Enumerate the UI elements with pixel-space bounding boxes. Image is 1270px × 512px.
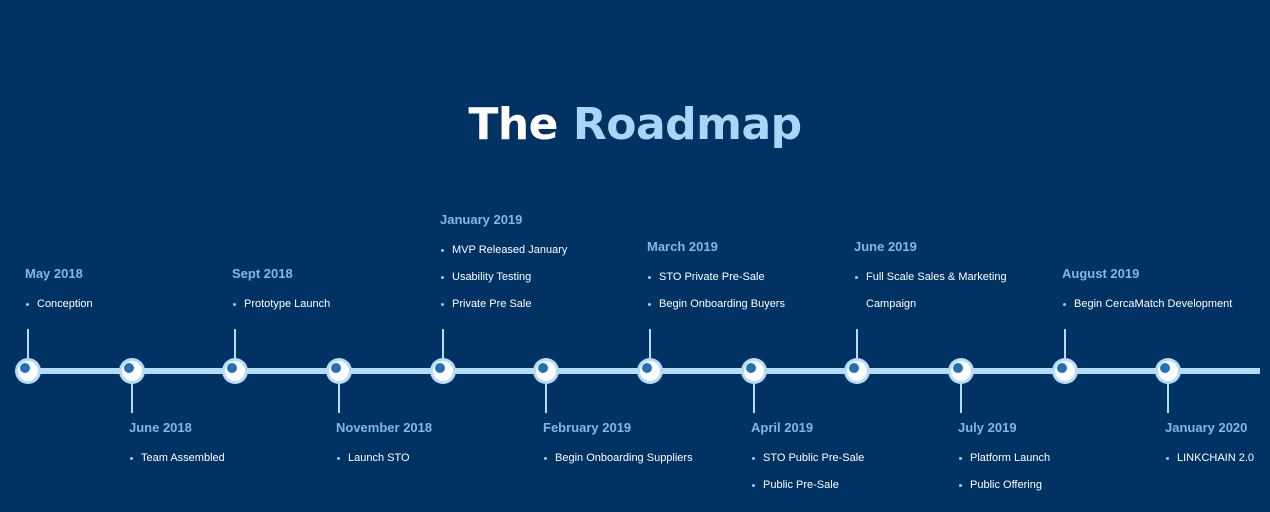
milestone-item: Private Pre Sale: [440, 291, 640, 318]
milestone-item: Launch STO: [336, 445, 536, 472]
milestone-connector: [753, 384, 755, 413]
title-prefix: The: [468, 99, 558, 151]
milestone-node-icon: [948, 358, 974, 384]
milestone-connector: [1167, 384, 1169, 413]
milestone-date: January 2019: [440, 212, 523, 227]
milestone-node-icon: [119, 358, 145, 384]
milestone-connector: [545, 384, 547, 413]
milestone-node-icon: [430, 358, 456, 384]
milestone-item: Begin Onboarding Suppliers: [543, 445, 743, 472]
milestone-node-icon: [844, 358, 870, 384]
milestone-item: MVP Released January: [440, 237, 640, 264]
milestone-date: January 2020: [1165, 420, 1248, 435]
milestone-connector: [1064, 329, 1066, 358]
milestone-node-icon: [1052, 358, 1078, 384]
milestone-node-icon: [222, 358, 248, 384]
milestone-date: May 2018: [25, 266, 83, 281]
milestone-node-icon: [533, 358, 559, 384]
milestone-item: Campaign: [866, 298, 917, 310]
milestone-date: November 2018: [336, 420, 433, 435]
milestone-node-icon: [741, 358, 767, 384]
milestone-connector: [131, 384, 133, 413]
milestone-node-icon: [15, 358, 41, 384]
milestone-connector: [27, 329, 29, 358]
milestone-item: Begin Onboarding Buyers: [647, 291, 847, 318]
milestone-date: April 2019: [751, 420, 814, 435]
milestone-connector: [649, 329, 651, 358]
milestone-item: STO Private Pre-Sale: [647, 264, 847, 291]
milestone-item: Platform Launch: [958, 445, 1158, 472]
milestone-connector: [960, 384, 962, 413]
milestone-item: Full Scale Sales & Marketing: [854, 264, 1054, 291]
milestone-node-icon: [326, 358, 352, 384]
milestone-node-icon: [1155, 358, 1181, 384]
milestone-item: Conception: [25, 291, 225, 318]
milestone-item: Prototype Launch: [232, 291, 432, 318]
milestone-item: Team Assembled: [129, 445, 329, 472]
milestone-item: Public Offering: [958, 472, 1158, 499]
milestone-connector: [442, 329, 444, 358]
milestone-item: Usability Testing: [440, 264, 640, 291]
milestone-date: March 2019: [647, 239, 718, 254]
milestone-item: STO Public Pre-Sale: [751, 445, 951, 472]
milestone-node-icon: [637, 358, 663, 384]
milestone-connector: [234, 329, 236, 358]
milestone-date: July 2019: [958, 420, 1017, 435]
milestone-item: LINKCHAIN 2.0: [1165, 445, 1270, 472]
milestone-date: June 2018: [129, 420, 192, 435]
milestone-connector: [338, 384, 340, 413]
milestone-date: August 2019: [1062, 266, 1140, 281]
title-accent: Roadmap: [572, 99, 802, 151]
page-title: The Roadmap: [0, 99, 1270, 150]
milestone-date: February 2019: [543, 420, 632, 435]
milestone-connector: [856, 329, 858, 358]
milestone-item: Public Pre-Sale: [751, 472, 951, 499]
milestone-date: June 2019: [854, 239, 917, 254]
milestone-item: Begin CercaMatch Development: [1062, 291, 1262, 318]
milestone-date: Sept 2018: [232, 266, 293, 281]
